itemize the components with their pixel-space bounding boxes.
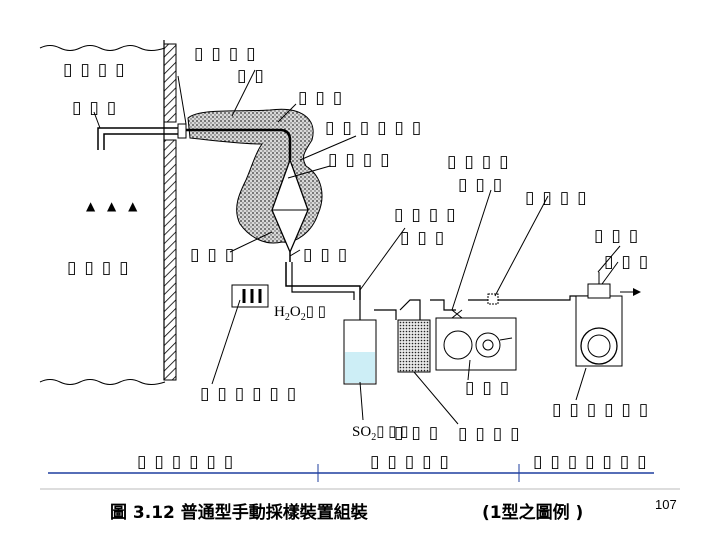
label-nozzle: ▯▯▯ xyxy=(72,98,125,118)
label-pump-sub: ▯▯▯▯ xyxy=(458,424,528,444)
label-wall: ▯▯▯▯ xyxy=(67,258,137,278)
label-heated-line: ▯▯▯▯▯▯ xyxy=(325,118,430,138)
label-meter: ▯▯▯ xyxy=(594,226,647,246)
ellipsis-marks: ▲ ▲ ▲ xyxy=(86,199,142,213)
label-gas-meter: ▯▯▯▯▯▯ xyxy=(552,400,657,420)
label-probe-sub: ▯▯ xyxy=(237,66,272,86)
label-valve-sub: ▯▯▯ xyxy=(458,175,511,195)
label-cyclone: ▯▯▯ xyxy=(190,245,243,265)
leader-lines xyxy=(93,69,621,425)
label-impinger: ▯▯▯▯ xyxy=(394,205,464,225)
page-number: 107 xyxy=(655,497,677,512)
dry-gas-meter xyxy=(575,272,641,367)
label-bypass: ▯▯▯▯ xyxy=(525,188,595,208)
sample-line xyxy=(285,262,361,300)
pump-assembly xyxy=(435,309,517,371)
label-filter: ▯▯▯▯ xyxy=(328,150,398,170)
label-section-3: ▯▯▯▯▯▯▯ xyxy=(533,452,655,472)
temperature-controller xyxy=(231,284,269,308)
filter-holder xyxy=(271,158,309,262)
label-section-2: ▯▯▯▯▯ xyxy=(370,452,457,472)
label-probe-nozzle: ▯▯▯▯ xyxy=(194,44,264,64)
label-valve: ▯▯▯▯ xyxy=(447,152,517,172)
label-section-1: ▯▯▯▯▯▯ xyxy=(137,452,242,472)
h2o2-label: H2O2▯ ▯ xyxy=(274,304,326,323)
section-range-bar xyxy=(40,464,680,490)
impinger-train xyxy=(343,299,456,385)
label-controller: ▯▯▯▯▯▯ xyxy=(200,384,305,404)
figure-caption: 圖 3.12 普通型手動採樣裝置組裝 xyxy=(110,503,368,523)
figure-caption-note: (1型之圖例 ) xyxy=(482,503,584,523)
label-outlet: ▯▯▯ xyxy=(303,245,356,265)
so2-label: SO2▯ ▯ ▯ xyxy=(352,424,409,443)
label-impinger-sub: ▯▯▯ xyxy=(400,228,453,248)
label-pump: ▯▯▯ xyxy=(465,378,518,398)
label-meter-sub: ▯▯▯ xyxy=(604,252,657,272)
label-stack: ▯▯▯▯ xyxy=(63,60,133,80)
heated-line xyxy=(186,128,292,160)
stack-wall xyxy=(39,40,177,385)
label-so2-sub: ▯▯▯ xyxy=(394,423,447,443)
label-heater: ▯▯▯ xyxy=(298,88,351,108)
